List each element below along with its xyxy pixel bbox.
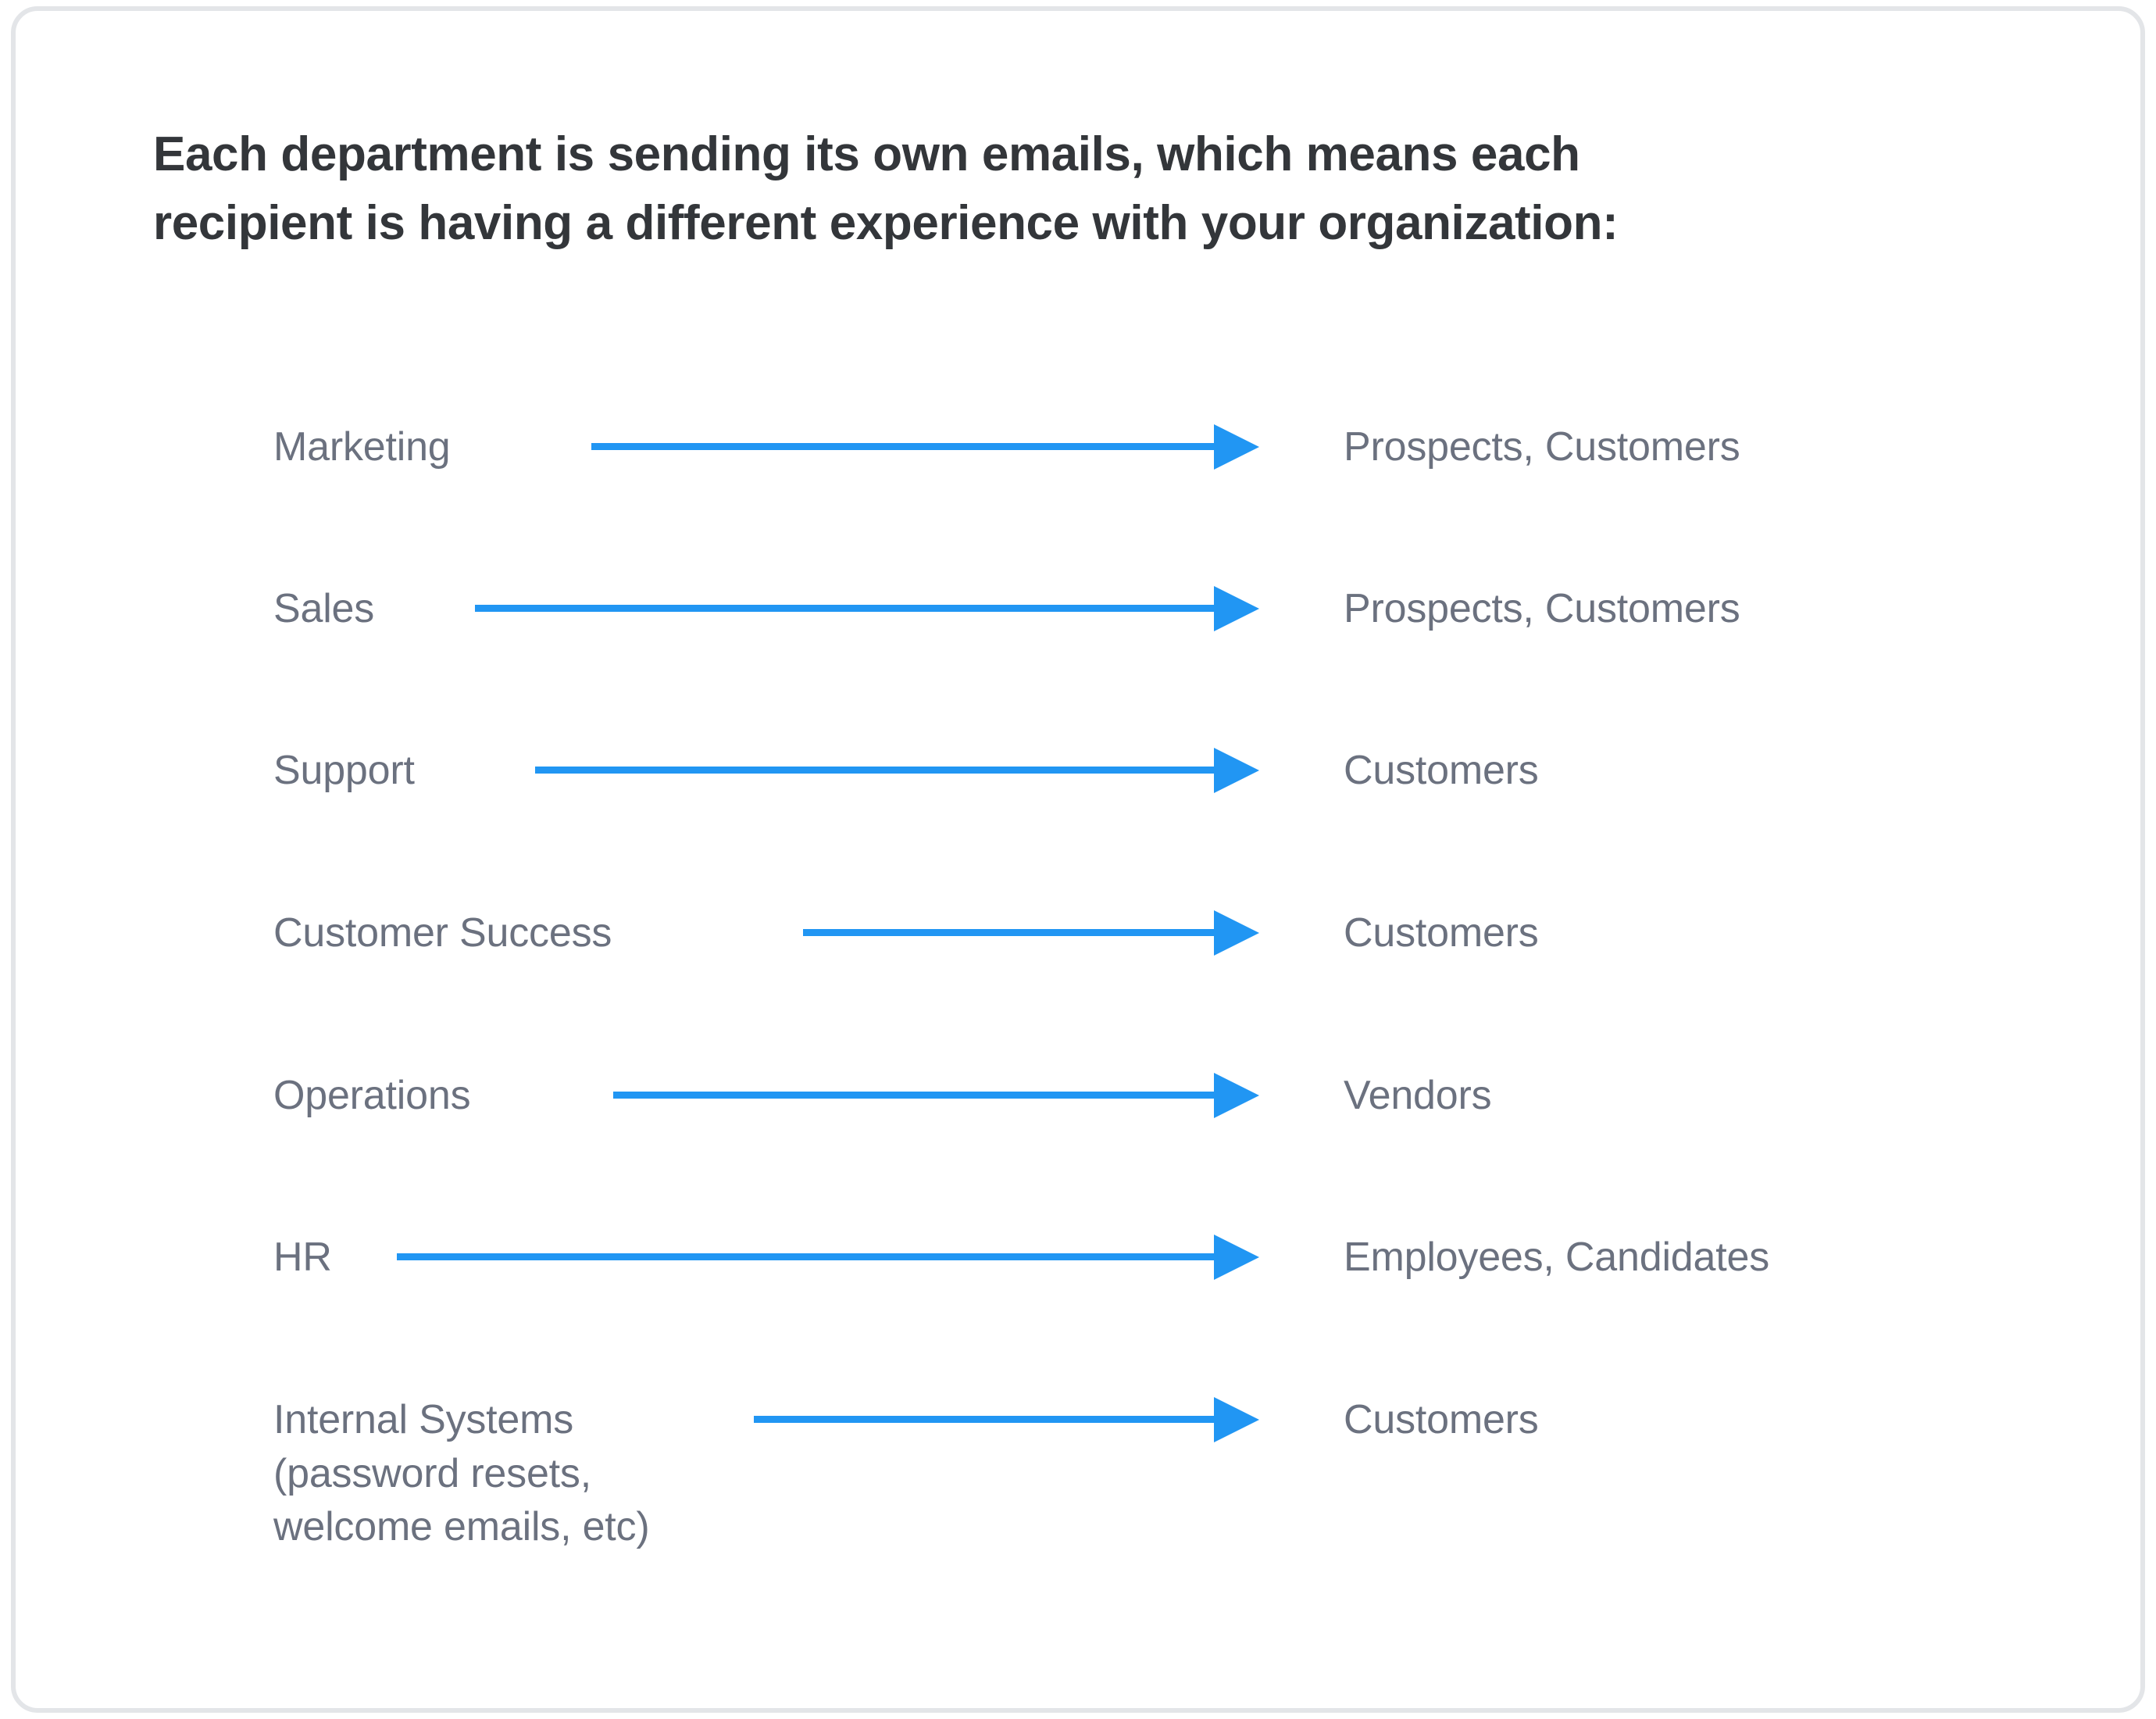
target-label: Employees, Candidates: [1344, 1235, 1769, 1280]
right-arrow-icon: [397, 1235, 1259, 1280]
target-label: Customers: [1344, 748, 1539, 793]
arrow-head: [1214, 1397, 1259, 1442]
arrow-shaft: [754, 1416, 1219, 1423]
source-label: Operations: [273, 1073, 471, 1118]
right-arrow-icon: [803, 910, 1259, 956]
source-label: Marketing: [273, 424, 451, 470]
arrow-shaft: [591, 443, 1219, 450]
arrow-head: [1214, 424, 1259, 470]
target-label: Customers: [1344, 910, 1539, 956]
arrow-head: [1214, 1235, 1259, 1280]
diagram-card: Each department is sending its own email…: [11, 6, 2145, 1713]
arrow-head: [1214, 586, 1259, 631]
right-arrow-icon: [613, 1073, 1259, 1118]
source-label: Support: [273, 748, 415, 793]
arrow-shaft: [613, 1092, 1219, 1099]
arrow-shaft: [397, 1253, 1219, 1260]
source-label: Customer Success: [273, 910, 612, 956]
right-arrow-icon: [475, 586, 1259, 631]
right-arrow-icon: [591, 424, 1259, 470]
target-label: Vendors: [1344, 1073, 1492, 1118]
target-label: Prospects, Customers: [1344, 586, 1740, 631]
arrow-shaft: [475, 605, 1219, 612]
right-arrow-icon: [754, 1397, 1259, 1442]
arrow-head: [1214, 910, 1259, 956]
target-label: Prospects, Customers: [1344, 424, 1740, 470]
target-label: Customers: [1344, 1397, 1539, 1442]
source-label: Internal Systems (password resets, welco…: [273, 1397, 650, 1550]
page-title: Each department is sending its own email…: [153, 127, 1619, 251]
arrow-head: [1214, 1073, 1259, 1118]
source-label: HR: [273, 1235, 332, 1280]
arrow-shaft: [803, 929, 1219, 936]
right-arrow-icon: [535, 748, 1259, 793]
source-label: Sales: [273, 586, 375, 631]
arrow-shaft: [535, 767, 1219, 774]
arrow-head: [1214, 748, 1259, 793]
